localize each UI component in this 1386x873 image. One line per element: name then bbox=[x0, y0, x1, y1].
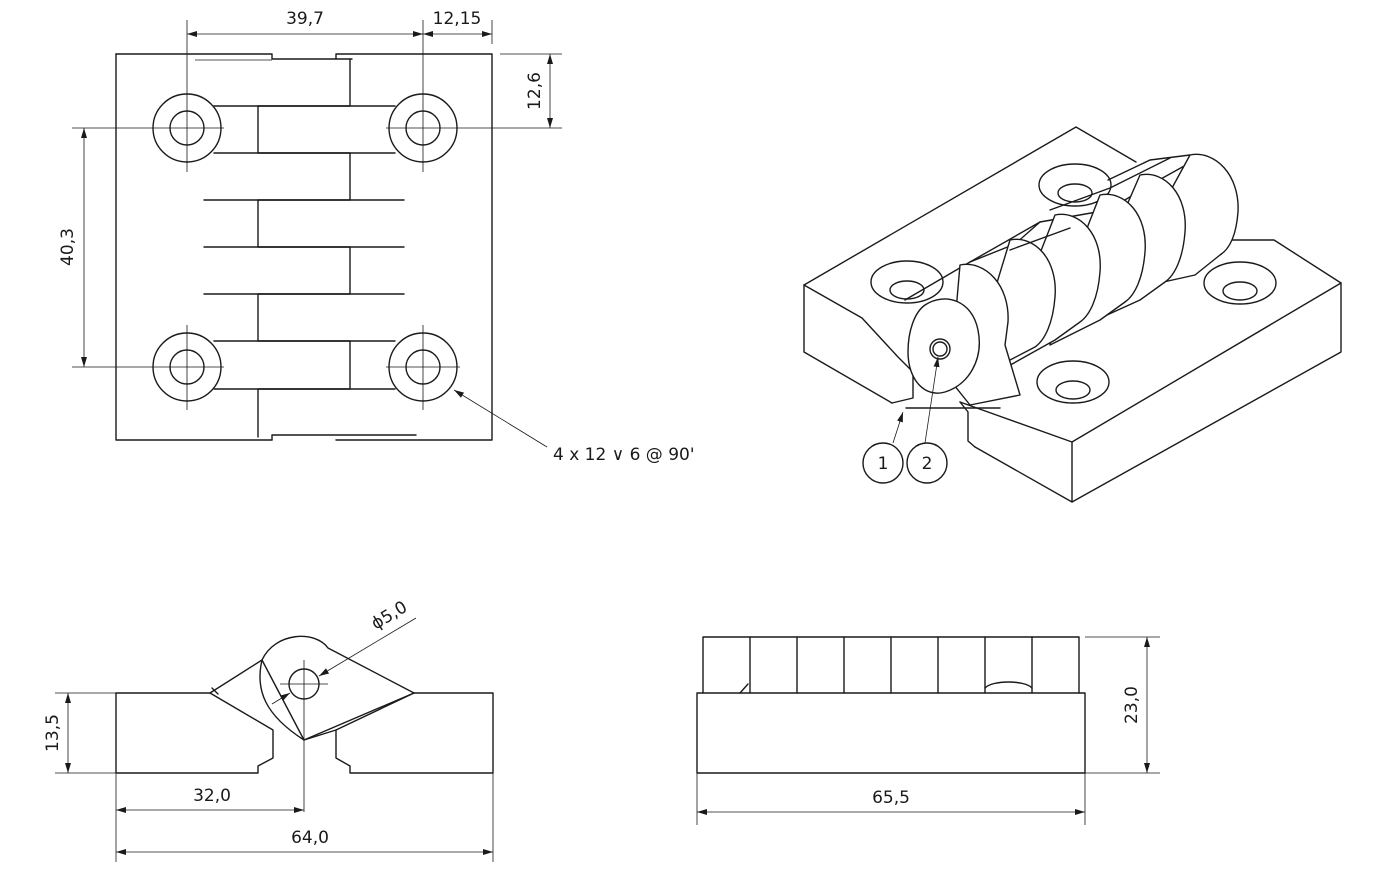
dim-12-6: 12,6 bbox=[460, 53, 562, 129]
svg-text:32,0: 32,0 bbox=[193, 786, 231, 806]
svg-text:13,5: 13,5 bbox=[43, 714, 63, 752]
dim-39-7: 39,7 bbox=[187, 9, 423, 37]
svg-text:23,0: 23,0 bbox=[1122, 686, 1142, 724]
svg-text:ϕ5,0: ϕ5,0 bbox=[368, 597, 411, 634]
svg-text:4 x 12 ∨ 6 @ 90': 4 x 12 ∨ 6 @ 90' bbox=[553, 445, 695, 465]
hole-top-right bbox=[386, 20, 460, 172]
hole-top-left bbox=[150, 20, 224, 172]
hole-bottom-right bbox=[386, 325, 460, 410]
side-view: 65,5 23,0 bbox=[696, 636, 1160, 825]
dim-40-3: 40,3 bbox=[58, 127, 150, 368]
svg-text:2: 2 bbox=[922, 454, 933, 474]
dim-13-5: 13,5 bbox=[43, 692, 116, 774]
svg-text:1: 1 bbox=[878, 454, 889, 474]
svg-text:65,5: 65,5 bbox=[872, 788, 910, 808]
dim-32-0: 32,0 bbox=[115, 773, 304, 862]
isometric-view: 1 2 bbox=[803, 126, 1342, 503]
front-view: ϕ5,0 13,5 32,0 64,0 bbox=[43, 597, 494, 862]
balloon-1: 1 bbox=[862, 411, 904, 484]
hole-callout: 4 x 12 ∨ 6 @ 90' bbox=[453, 389, 695, 465]
svg-text:12,6: 12,6 bbox=[525, 72, 545, 110]
balloon-2: 2 bbox=[906, 356, 948, 484]
dim-23-0: 23,0 bbox=[1085, 636, 1160, 774]
dim-12-15: 12,15 bbox=[423, 9, 493, 44]
svg-text:64,0: 64,0 bbox=[291, 828, 329, 848]
svg-text:40,3: 40,3 bbox=[58, 228, 78, 266]
dim-phi-5-0: ϕ5,0 bbox=[271, 597, 417, 705]
dim-64-0: 64,0 bbox=[116, 773, 494, 862]
svg-text:12,15: 12,15 bbox=[433, 9, 482, 29]
hole-bottom-left bbox=[150, 325, 224, 410]
dim-65-5: 65,5 bbox=[696, 773, 1086, 825]
top-view: 39,7 12,15 12,6 40,3 4 x 12 ∨ 6 @ 90' bbox=[58, 9, 695, 465]
svg-text:39,7: 39,7 bbox=[286, 9, 324, 29]
